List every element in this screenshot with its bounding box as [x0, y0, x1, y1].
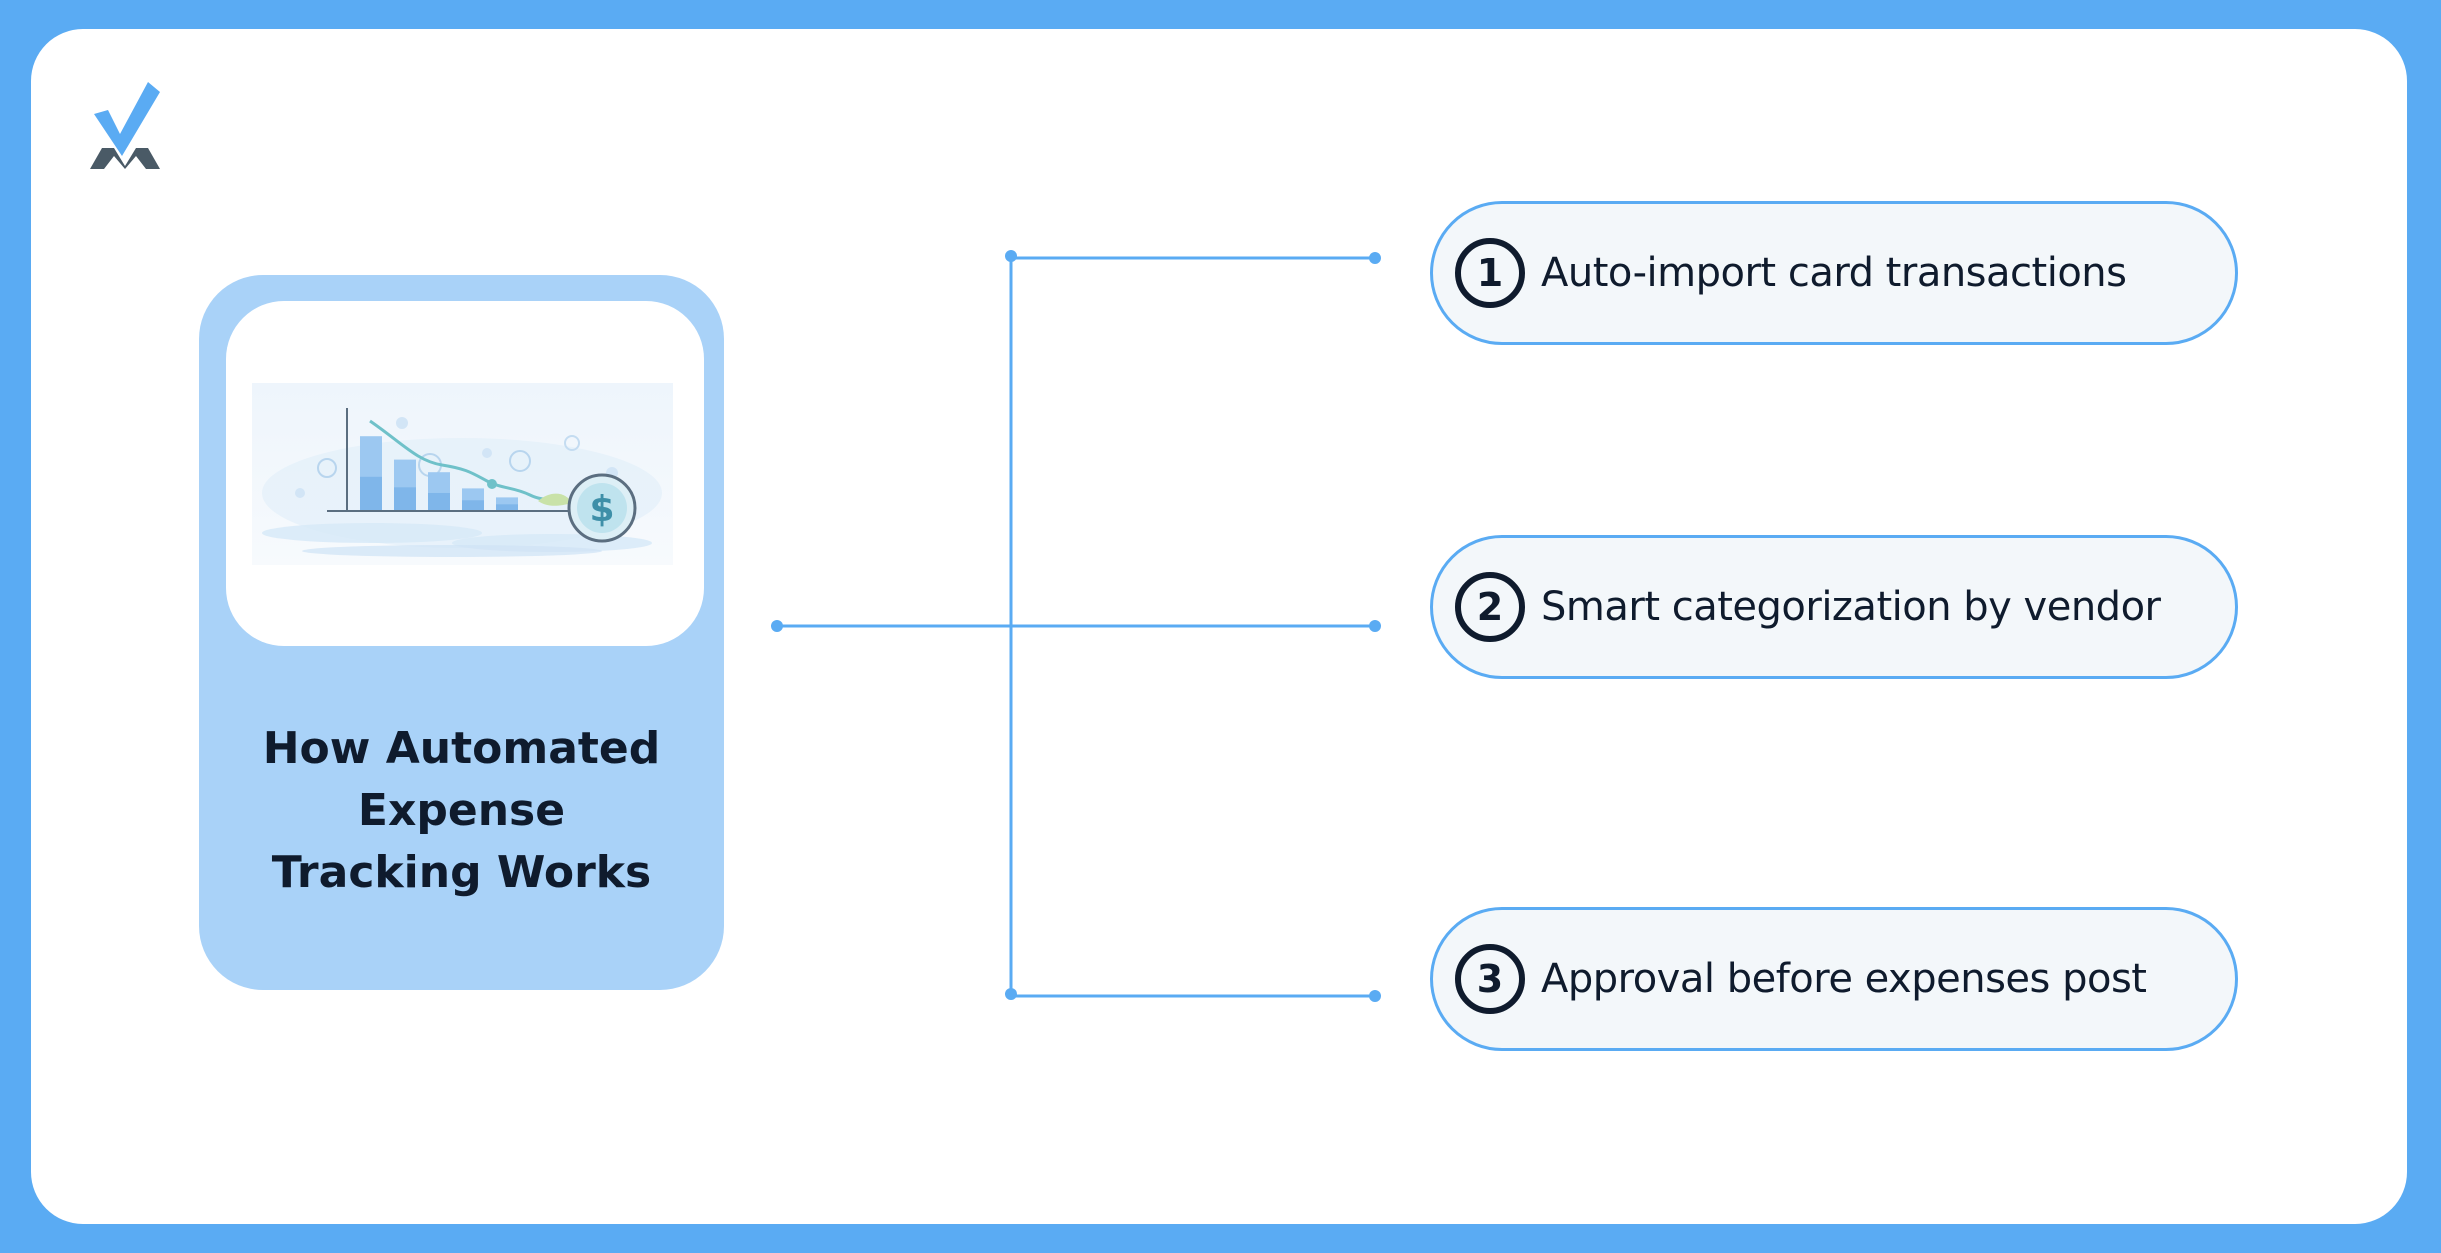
connector-dot — [771, 620, 783, 632]
step-number-badge: 3 — [1455, 944, 1525, 1014]
connector-dot — [1005, 988, 1017, 1000]
connector-dot — [1369, 990, 1381, 1002]
step-3: 3 Approval before expenses post — [1430, 907, 2238, 1051]
connector-dot — [1369, 620, 1381, 632]
expense-chart-illustration: $ — [252, 383, 673, 565]
title-line-1: How Automated — [262, 723, 661, 774]
diagram-title: How Automated Expense Tracking Works — [199, 718, 724, 904]
dollar-coin-icon: $ — [567, 473, 637, 543]
illustration-bar-shade — [496, 504, 518, 510]
step-label: Approval before expenses post — [1541, 956, 2147, 1002]
title-line-3: Tracking Works — [271, 847, 652, 898]
step-1: 1 Auto-import card transactions — [1430, 201, 2238, 345]
connector-dot — [1369, 252, 1381, 264]
coin-symbol: $ — [589, 489, 614, 530]
illustration-bar-shade — [428, 492, 450, 510]
step-2: 2 Smart categorization by vendor — [1430, 535, 2238, 679]
illustration-bar-shade — [394, 487, 416, 510]
step-number-badge: 1 — [1455, 238, 1525, 308]
title-line-2: Expense — [357, 785, 566, 836]
checkmark-logo-icon — [90, 82, 160, 169]
illustration-bar-shade — [360, 476, 382, 510]
step-label: Auto-import card transactions — [1541, 250, 2127, 296]
illustration-bar-shade — [462, 500, 484, 510]
step-label: Smart categorization by vendor — [1541, 584, 2161, 630]
connector-dot — [1005, 250, 1017, 262]
step-number-badge: 2 — [1455, 572, 1525, 642]
